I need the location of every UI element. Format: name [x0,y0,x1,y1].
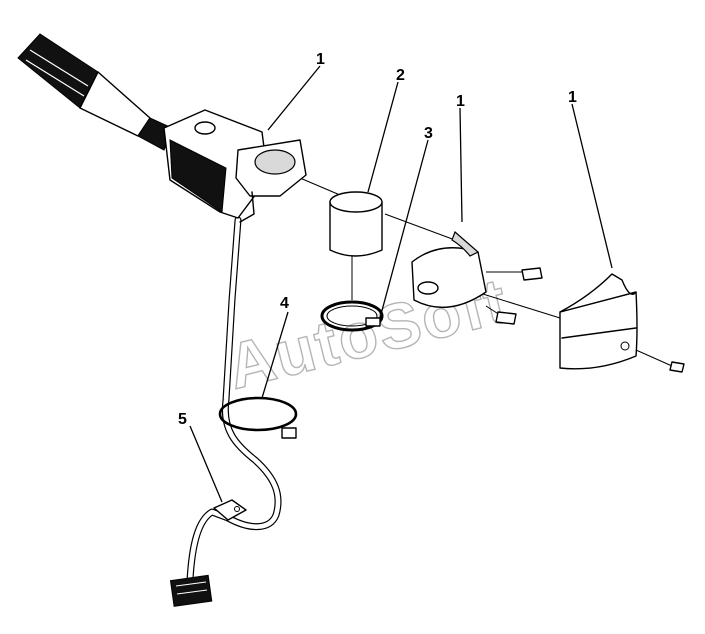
harness-connector [169,574,213,607]
callout-1-middle: 1 [456,93,465,110]
bushing-sleeve [329,191,383,257]
callout-5-harness: 5 [178,411,187,428]
alignment-lines [299,177,673,367]
callout-2-sleeve: 2 [396,67,405,84]
leader-lines [189,65,613,503]
callout-3-ring: 3 [424,125,433,142]
wiring-harness [169,216,282,607]
shroud-half-right [559,273,638,370]
switch-lever [17,33,173,151]
callout-1-right: 1 [568,89,577,106]
screws [495,267,685,373]
ring-clamp [320,300,384,332]
shroud-half-middle [411,230,487,309]
callout-1-housing: 1 [316,51,325,68]
callout-4-clip: 4 [280,295,289,312]
harness-clip [213,499,247,521]
harness-ring-clip [218,396,298,439]
switch-housing [163,109,307,223]
